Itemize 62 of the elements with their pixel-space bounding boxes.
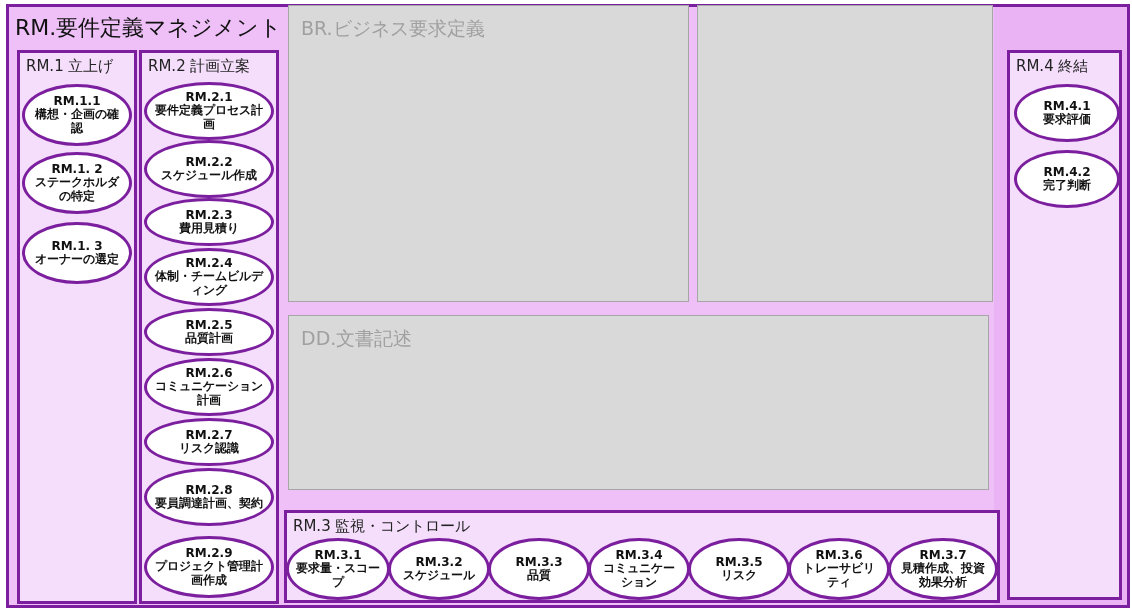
process-label: 要求評価 — [1043, 113, 1091, 127]
process-ellipse — [144, 418, 274, 466]
process-id: RM.1. 2 — [51, 163, 103, 177]
process-ellipse — [144, 140, 274, 198]
process-id: RM.2.1 — [185, 91, 233, 105]
process-label: 見積作成、投資効果分析 — [900, 562, 986, 589]
process-id: RM.3.4 — [615, 549, 663, 563]
section-panel — [697, 5, 993, 302]
group-title: RM.要件定義マネジメント — [15, 14, 283, 42]
process-label: 要員調達計画、契約 — [155, 497, 263, 511]
section-title: DD.文書記述 — [301, 326, 413, 351]
section-panel — [288, 5, 689, 302]
process-label: 品質計画 — [185, 332, 233, 346]
process-label: スケジュール作成 — [161, 169, 257, 183]
section-panel — [288, 315, 989, 490]
process-label: 体制・チームビルディング — [154, 270, 264, 297]
frame-panel — [6, 4, 1130, 608]
process-id: RM.2.8 — [185, 483, 233, 497]
process-id: RM.3.7 — [919, 549, 967, 563]
process-id: RM.2.7 — [185, 428, 233, 442]
process-id: RM.2.3 — [185, 208, 233, 222]
process-label: リスク認識 — [179, 442, 239, 456]
process-label: オーナーの選定 — [35, 253, 119, 267]
group-panel — [1007, 50, 1122, 600]
process-id: RM.3.5 — [715, 555, 763, 569]
process-id: RM.1. 3 — [51, 239, 103, 253]
process-id: RM.3.6 — [815, 549, 863, 563]
process-label: ステークホルダの特定 — [34, 176, 121, 203]
process-label: トレーサビリティ — [802, 562, 876, 589]
process-id: RM.3.1 — [314, 549, 362, 563]
process-label: 品質 — [527, 569, 551, 583]
process-id: RM.3.2 — [415, 555, 463, 569]
process-id: RM.2.6 — [185, 367, 233, 381]
process-ellipse — [144, 198, 274, 246]
process-id: RM.2.5 — [185, 318, 233, 332]
group-title: RM.4 終結 — [1016, 57, 1089, 76]
process-label: スケジュール — [403, 569, 475, 583]
group-panel — [284, 510, 1000, 603]
process-label: 要求量・スコープ — [296, 562, 380, 589]
process-id: RM.1.1 — [53, 95, 101, 109]
process-id: RM.4.1 — [1043, 99, 1091, 113]
group-title: RM.3 監視・コントロール — [293, 517, 471, 536]
group-panel — [17, 50, 137, 604]
process-ellipse — [144, 308, 274, 356]
process-label: コミュニケーション — [602, 562, 676, 589]
process-label: 完了判断 — [1043, 179, 1091, 193]
process-label: コミュニケーション計画 — [154, 380, 264, 407]
process-label: 構想・企画の確認 — [34, 108, 120, 135]
process-ellipse — [144, 536, 274, 598]
process-id: RM.2.9 — [185, 547, 233, 561]
group-panel — [139, 50, 279, 604]
process-label: リスク — [721, 569, 757, 583]
process-label: 要件定義プロセス計画 — [154, 104, 264, 131]
process-id: RM.2.4 — [185, 257, 233, 271]
process-id: RM.2.2 — [185, 155, 233, 169]
process-id: RM.4.2 — [1043, 165, 1091, 179]
process-label: プロジェクト管理計画作成 — [154, 560, 264, 587]
section-title: BR.ビジネス要求定義 — [301, 16, 485, 41]
group-title: RM.2 計画立案 — [148, 57, 251, 76]
group-title: RM.1 立上げ — [26, 57, 114, 76]
process-id: RM.3.3 — [515, 555, 563, 569]
process-label: 費用見積り — [179, 222, 239, 236]
